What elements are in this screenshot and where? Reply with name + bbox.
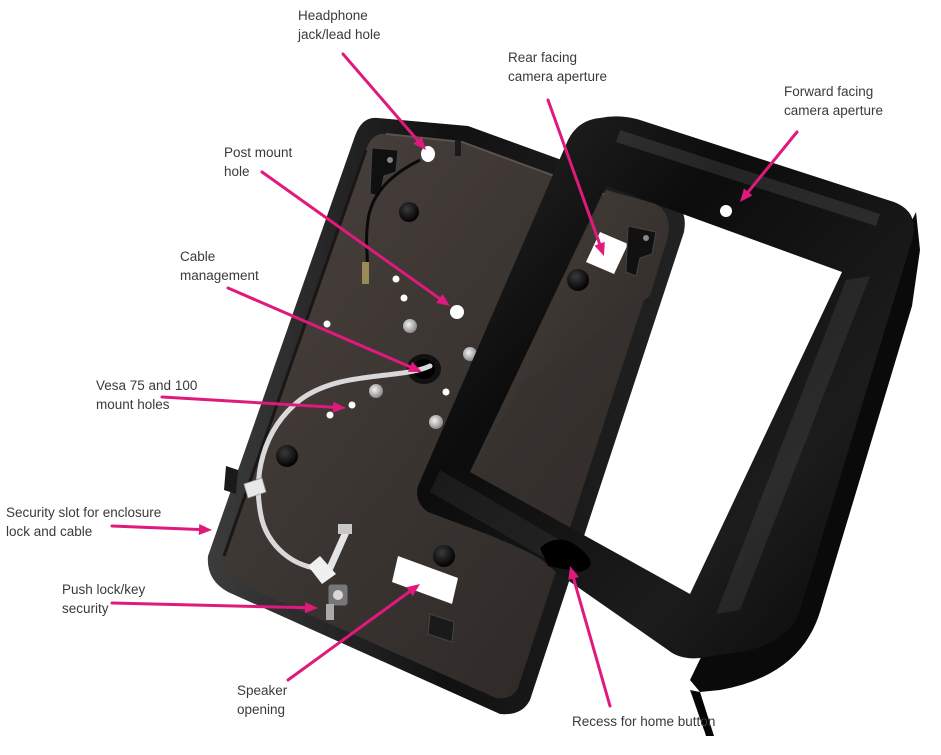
forward-camera-label: Forward facing camera aperture — [784, 82, 883, 120]
headphone-pointer-arrowhead — [413, 136, 426, 150]
push-lock-label-line-1: Push lock/key — [62, 582, 146, 597]
rear-camera-label-line-2: camera aperture — [508, 69, 608, 84]
home-button-pointer-line — [572, 576, 612, 708]
cable-management-label-line-1: Cable — [180, 249, 216, 264]
home-button-label: Recess for home button — [572, 712, 715, 731]
vesa-label-line-2: mount holes — [96, 397, 170, 412]
headphone-jack-label-line-2: jack/lead hole — [298, 27, 381, 42]
post-mount-pointer-arrowhead — [436, 293, 450, 306]
forward-camera-label-line-2: camera aperture — [784, 103, 884, 118]
post-mount-label-line-1: Post mount — [224, 145, 293, 160]
cable-management-pointer-arrowhead — [407, 361, 422, 372]
post-mount-pointer-line — [260, 170, 441, 300]
push-lock-label-line-2: security — [62, 601, 109, 616]
security-slot-pointer-line — [110, 524, 201, 531]
push-lock-label: Push lock/key security — [62, 580, 145, 618]
cable-management-pointer-line — [226, 286, 412, 369]
forward-camera-pointer-line — [746, 130, 799, 194]
vesa-pointer-arrowhead — [332, 401, 346, 413]
vesa-label: Vesa 75 and 100 mount holes — [96, 376, 197, 414]
speaker-label-line-1: Speaker — [237, 683, 288, 698]
home-button-label-line-1: Recess for home button — [572, 714, 716, 729]
headphone-jack-label: Headphone jack/lead hole — [298, 6, 381, 44]
rear-camera-label-line-1: Rear facing — [508, 50, 578, 65]
security-slot-label-line-2: lock and cable — [6, 524, 93, 539]
callout-pointers — [110, 52, 799, 708]
front-bezel — [417, 116, 920, 736]
forward-camera-label-line-1: Forward facing — [784, 84, 874, 99]
post-mount-label-line-2: hole — [224, 164, 250, 179]
vesa-pointer-line — [160, 395, 335, 409]
security-slot-label: Security slot for enclosure lock and cab… — [6, 503, 161, 541]
speaker-label: Speaker opening — [237, 681, 287, 719]
cable-management-label: Cable management — [180, 247, 259, 285]
cable-management-label-line-2: management — [180, 268, 259, 283]
headphone-pointer-line — [341, 52, 419, 142]
security-slot-pointer-arrowhead — [198, 523, 212, 535]
rear-camera-label: Rear facing camera aperture — [508, 48, 607, 86]
speaker-pointer-line — [286, 590, 411, 682]
security-slot-label-line-1: Security slot for enclosure — [6, 505, 162, 520]
rear-camera-pointer-arrowhead — [594, 241, 605, 256]
headphone-jack-label-line-1: Headphone — [298, 8, 368, 23]
home-button-pointer-arrowhead — [568, 566, 579, 581]
push-lock-pointer-arrowhead — [304, 602, 318, 614]
rear-camera-pointer-line — [546, 98, 602, 246]
post-mount-label: Post mount hole — [224, 143, 292, 181]
vesa-label-line-1: Vesa 75 and 100 — [96, 378, 198, 393]
push-lock-pointer-line — [110, 601, 307, 610]
back-plate-right-panel — [470, 190, 669, 472]
speaker-label-line-2: opening — [237, 702, 286, 717]
speaker-pointer-arrowhead — [406, 584, 420, 597]
forward-camera-pointer-arrowhead — [740, 188, 753, 202]
